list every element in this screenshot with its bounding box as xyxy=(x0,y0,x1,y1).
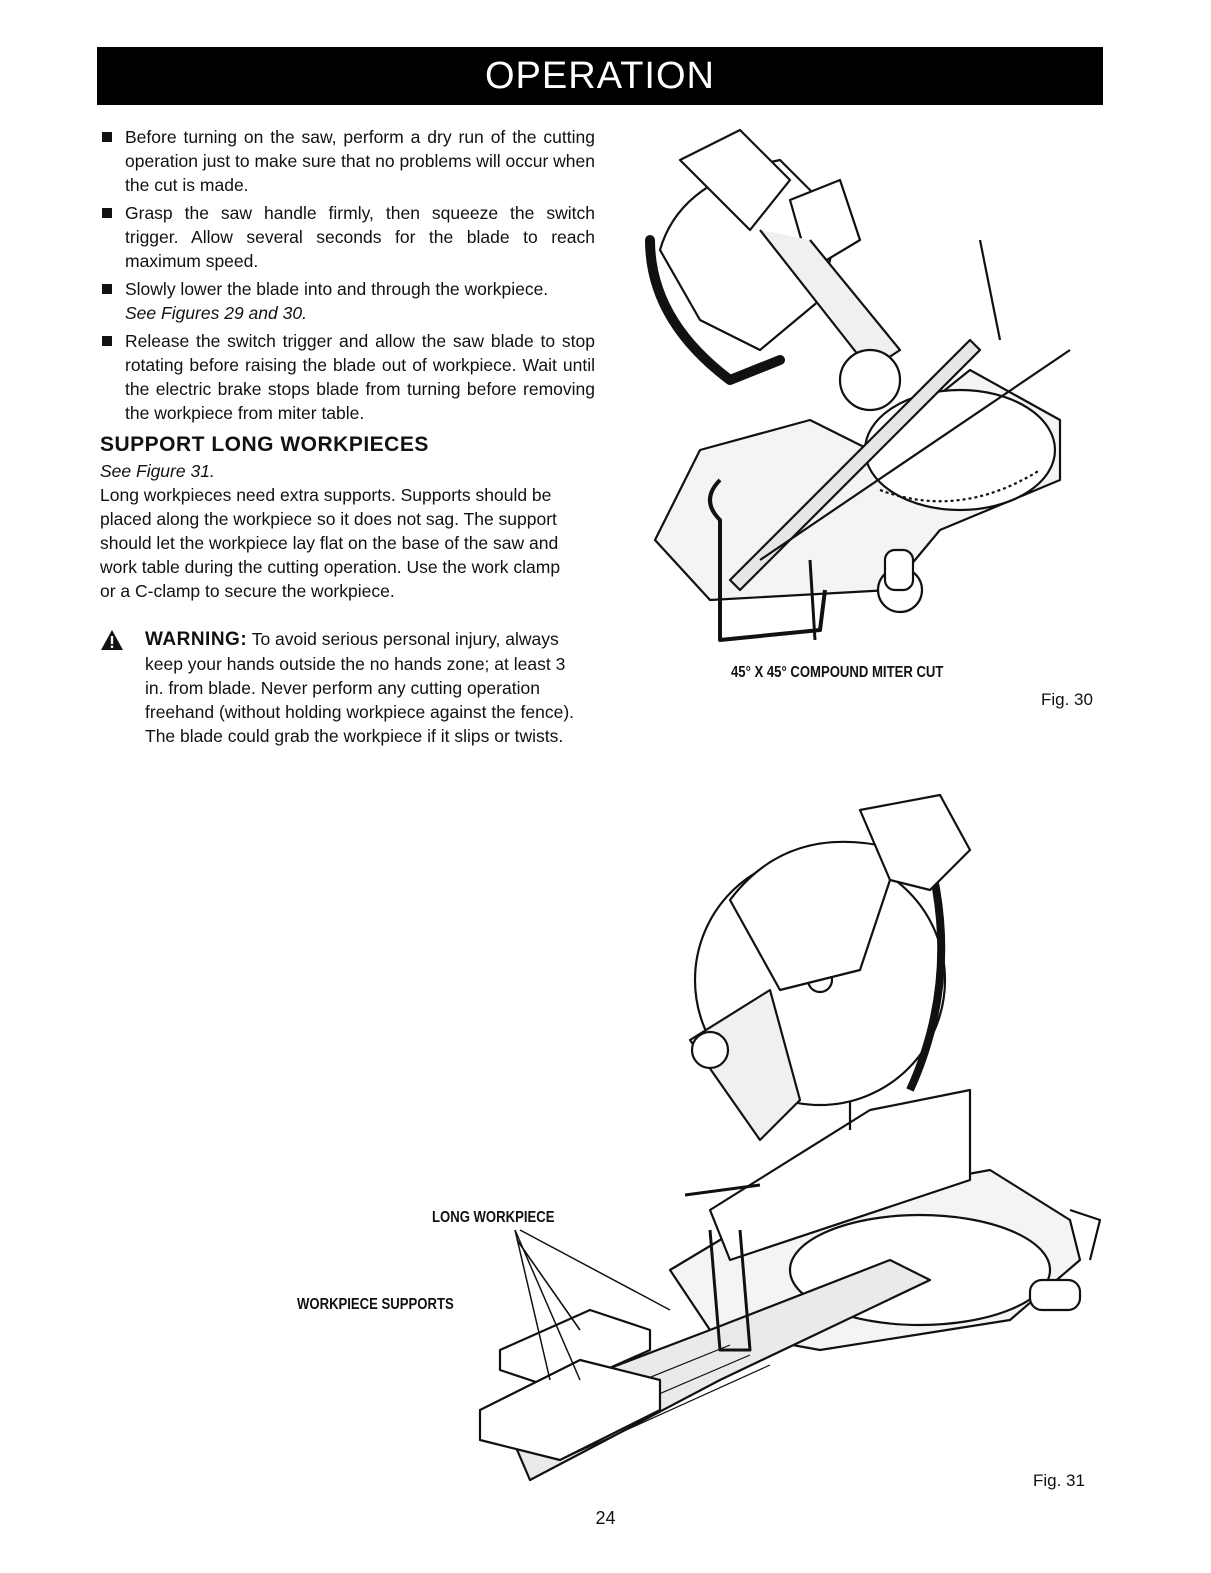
list-item: Slowly lower the blade into and through … xyxy=(100,277,595,325)
bullet-square-icon xyxy=(102,336,112,346)
bullet-square-icon xyxy=(102,132,112,142)
page-title: OPERATION xyxy=(485,54,715,97)
figure-30-label: Fig. 30 xyxy=(1041,690,1093,709)
section-paragraph: Long workpieces need extra supports. Sup… xyxy=(100,485,561,601)
list-item-text: Grasp the saw handle firmly, then squeez… xyxy=(125,203,595,271)
warning-text: To avoid serious personal injury, always… xyxy=(145,629,575,746)
figure-30-caption: 45° X 45° COMPOUND MITER CUT xyxy=(731,664,944,681)
bullet-square-icon xyxy=(102,284,112,294)
instruction-list: Before turning on the saw, perform a dry… xyxy=(100,125,595,425)
list-item-text: Before turning on the saw, perform a dry… xyxy=(125,127,595,195)
page-number: 24 xyxy=(595,1508,616,1528)
section-banner: OPERATION xyxy=(97,47,1103,105)
bullet-square-icon xyxy=(102,208,112,218)
long-workpiece-label: LONG WORKPIECE xyxy=(432,1209,555,1226)
figure-31-label: Fig. 31 xyxy=(1033,1471,1085,1490)
section-heading: SUPPORT LONG WORKPIECES xyxy=(100,433,429,456)
list-item: Before turning on the saw, perform a dry… xyxy=(100,125,595,197)
list-item-text: Release the switch trigger and allow the… xyxy=(125,331,595,423)
figure-reference: See Figure 31. xyxy=(100,461,215,481)
warning-triangle-icon xyxy=(101,630,123,650)
workpiece-supports-label: WORKPIECE SUPPORTS xyxy=(297,1296,454,1313)
figure-reference: See Figures 29 and 30. xyxy=(125,303,307,323)
figure-31-miter-saw-illustration xyxy=(478,793,1102,1482)
list-item-text: Slowly lower the blade into and through … xyxy=(125,279,549,299)
warning-block: WARNING: To avoid serious personal injur… xyxy=(100,627,577,748)
left-column: Before turning on the saw, perform a dry… xyxy=(100,125,595,748)
figure-30-miter-saw-illustration xyxy=(645,128,1071,642)
list-item: Grasp the saw handle firmly, then squeez… xyxy=(100,201,595,273)
warning-label: WARNING: xyxy=(145,629,248,650)
list-item: Release the switch trigger and allow the… xyxy=(100,329,595,425)
